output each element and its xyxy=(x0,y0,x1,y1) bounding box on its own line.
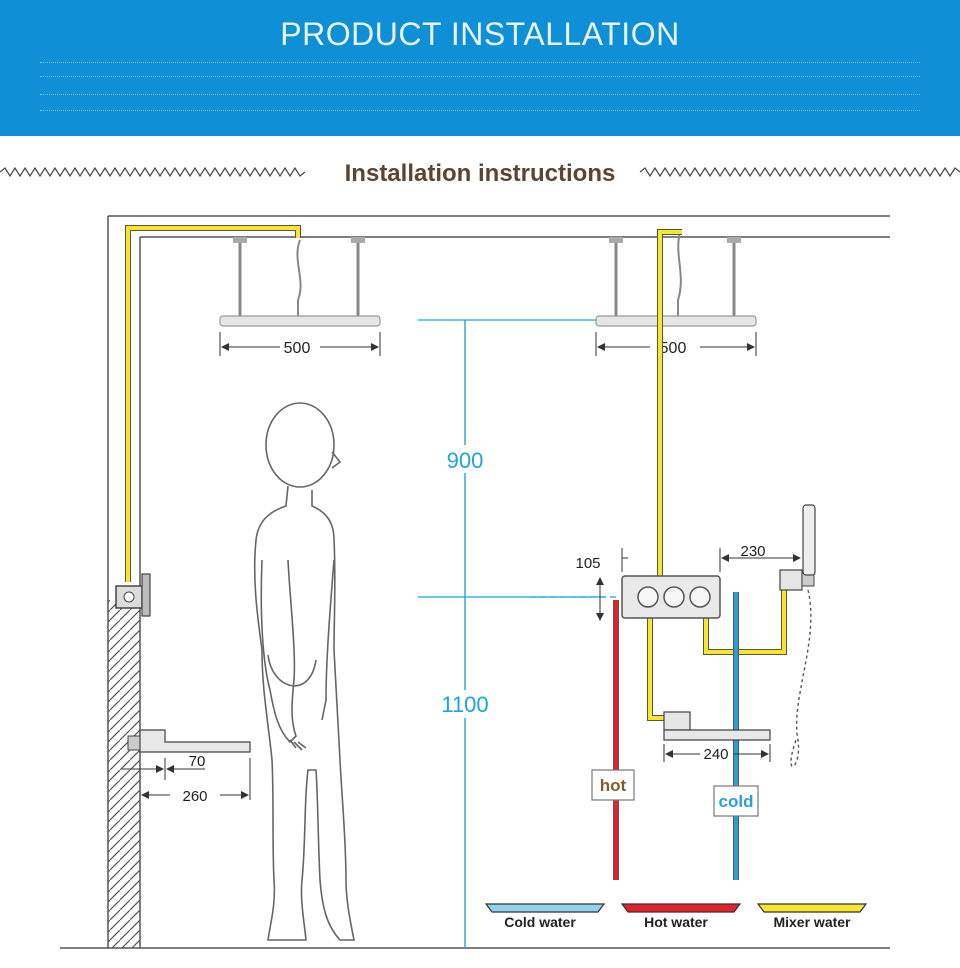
room-structure xyxy=(60,215,890,949)
wall-hatching xyxy=(108,600,140,948)
left-valve xyxy=(115,573,151,617)
cold-tag-label: cold xyxy=(719,792,754,811)
header-banner: PRODUCT INSTALLATION xyxy=(0,0,960,136)
valve-offset-label: 105 xyxy=(575,555,600,572)
spout-width-label: 240 xyxy=(703,746,728,763)
right-rain-width-label: 500 xyxy=(660,340,687,357)
cold-pipe-tag: cold xyxy=(713,785,759,817)
handheld-offset-label: 230 xyxy=(740,543,765,560)
left-tub-spout: 70 260 xyxy=(122,729,251,805)
height-upper-label: 900 xyxy=(447,448,484,473)
valve-knob-icon xyxy=(689,586,711,608)
left-spout-short-label: 70 xyxy=(189,753,206,770)
left-rain-width-label: 500 xyxy=(284,340,311,357)
hot-tag-label: hot xyxy=(600,776,627,795)
svg-text:Cold water: Cold water xyxy=(504,914,576,930)
legend-cold-water: Cold water xyxy=(484,903,606,930)
legend-hot-water: Hot water xyxy=(620,903,742,930)
section-title: Installation instructions xyxy=(344,160,616,187)
valve-knob-icon xyxy=(637,586,659,608)
legend: Cold water Hot water Mixer water xyxy=(484,903,868,930)
hot-pipe-tag: hot xyxy=(591,769,635,801)
left-mixer-pipe xyxy=(125,225,301,582)
handheld-shower xyxy=(779,504,816,767)
thermostatic-valve-panel: 105 230 xyxy=(575,543,801,621)
zigzag-decoration-left xyxy=(0,166,306,178)
zigzag-decoration-right xyxy=(639,166,960,178)
right-rain-shower: 500 xyxy=(595,231,757,357)
page-title: PRODUCT INSTALLATION xyxy=(280,16,680,52)
left-spout-long-label: 260 xyxy=(182,788,207,805)
left-rain-shower: 500 xyxy=(219,237,381,357)
decorative-text-line xyxy=(40,94,920,98)
valve-knob-icon xyxy=(663,586,685,608)
svg-text:Hot water: Hot water xyxy=(644,914,708,930)
legend-mixer-water: Mixer water xyxy=(756,903,868,930)
decorative-text-line xyxy=(40,62,920,66)
decorative-text-line xyxy=(40,110,920,114)
height-lower-label: 1100 xyxy=(441,692,488,717)
svg-text:Mixer water: Mixer water xyxy=(773,914,851,930)
right-mixer-pipes xyxy=(647,229,787,721)
right-tub-spout: 240 xyxy=(663,711,771,763)
decorative-text-line xyxy=(40,76,920,80)
height-dimension: 900 1100 xyxy=(418,319,616,948)
human-figure xyxy=(253,402,355,941)
